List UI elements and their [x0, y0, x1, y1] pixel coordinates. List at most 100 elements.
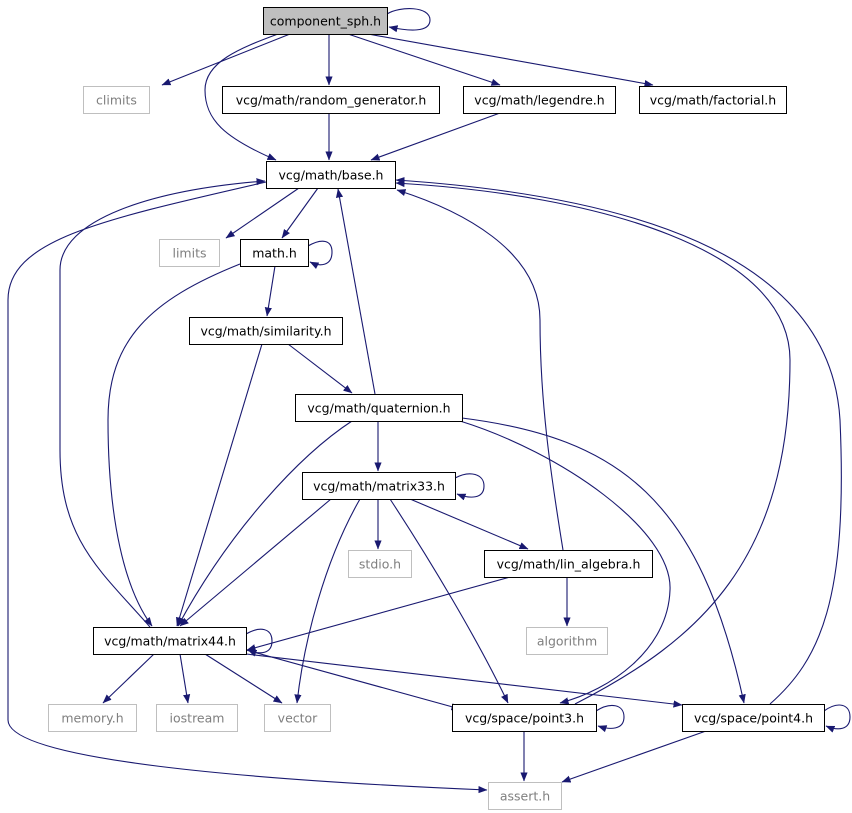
node-box: [48, 704, 137, 732]
edge-point4-to-base: [395, 176, 842, 705]
node-label: component_sph.h: [270, 14, 381, 29]
node-point4[interactable]: vcg/space/point4.h: [682, 704, 825, 732]
node-box: [295, 394, 463, 422]
edge-quaternion-to-point3: [459, 420, 671, 705]
node-limits: limits: [159, 239, 220, 267]
edge-point3-to-point3: [595, 704, 625, 733]
node-label: vcg/space/point4.h: [694, 711, 813, 726]
node-box: [682, 704, 825, 732]
edge-component_sph-to-component_sph: [386, 8, 431, 33]
edge-matrix33-to-vector: [294, 498, 361, 704]
node-label: vector: [278, 711, 319, 726]
node-math[interactable]: math.h: [240, 239, 309, 267]
node-box: [639, 86, 787, 114]
node-label: vcg/math/similarity.h: [200, 324, 331, 339]
node-label: vcg/math/legendre.h: [474, 93, 604, 108]
node-point3[interactable]: vcg/space/point3.h: [452, 704, 597, 732]
node-box: [189, 317, 343, 345]
edge-matrix44-to-point3: [245, 649, 461, 711]
edge-base-to-math: [281, 187, 319, 239]
edge-component_sph-to-factorial: [367, 33, 654, 88]
node-box: [526, 627, 608, 655]
node-box: [83, 86, 150, 114]
node-matrix44[interactable]: vcg/math/matrix44.h: [93, 627, 247, 655]
edge-base-to-limits: [225, 187, 300, 239]
node-box: [452, 704, 597, 732]
node-random-generator[interactable]: vcg/math/random_generator.h: [222, 86, 440, 114]
node-quaternion[interactable]: vcg/math/quaternion.h: [295, 394, 463, 422]
node-box: [93, 627, 247, 655]
edge-matrix33-to-point3: [389, 498, 509, 704]
node-factorial[interactable]: vcg/math/factorial.h: [639, 86, 787, 114]
edges-layer: [7, 8, 851, 794]
node-label: limits: [172, 246, 206, 261]
edge-quaternion-to-base: [335, 188, 376, 395]
node-label: iostream: [170, 711, 225, 726]
node-label: vcg/math/random_generator.h: [236, 93, 427, 108]
edge-legendre-to-base: [370, 112, 501, 161]
node-box: [263, 7, 388, 35]
edge-matrix44-to-memory: [102, 653, 155, 704]
node-box: [264, 704, 331, 732]
edge-quaternion-to-matrix44: [177, 420, 353, 627]
node-box: [302, 472, 456, 500]
node-algorithm: algorithm: [526, 627, 608, 655]
edge-math-to-math: [307, 240, 333, 270]
edge-lin_algebra-to-base: [396, 189, 564, 551]
edge-point4-to-assert: [561, 730, 707, 783]
node-lin-algebra[interactable]: vcg/math/lin_algebra.h: [484, 550, 653, 578]
edge-component_sph-to-legendre: [347, 33, 501, 86]
node-label: vcg/math/quaternion.h: [307, 401, 450, 416]
edge-component_sph-to-climits: [161, 33, 291, 86]
node-box: [484, 550, 653, 578]
node-label: math.h: [252, 246, 297, 261]
edge-matrix44-to-iostream: [179, 653, 191, 704]
node-label: vcg/math/matrix33.h: [313, 479, 445, 494]
node-label: algorithm: [537, 634, 597, 649]
edge-math-to-matrix44: [107, 263, 241, 627]
node-box: [222, 86, 440, 114]
node-label: vcg/space/point3.h: [465, 711, 584, 726]
node-label: memory.h: [61, 711, 123, 726]
node-iostream: iostream: [156, 704, 238, 732]
edge-quaternion-to-point4: [461, 417, 746, 704]
node-assert: assert.h: [488, 782, 562, 810]
node-box: [240, 239, 309, 267]
edge-similarity-to-quaternion: [287, 343, 353, 394]
node-similarity[interactable]: vcg/math/similarity.h: [189, 317, 343, 345]
node-label: stdio.h: [359, 557, 401, 572]
edge-matrix44-to-point4: [245, 653, 683, 708]
edge-component_sph-to-base: [204, 33, 279, 161]
node-box: [266, 161, 396, 189]
node-box: [488, 782, 562, 810]
node-box: [348, 550, 412, 578]
node-base[interactable]: vcg/math/base.h: [266, 161, 396, 189]
node-label: vcg/math/lin_algebra.h: [497, 557, 641, 572]
node-label: assert.h: [500, 789, 550, 804]
edge-point4-to-point4: [823, 704, 851, 733]
node-box: [159, 239, 220, 267]
edge-lin_algebra-to-matrix44: [246, 576, 511, 652]
node-box: [463, 86, 616, 114]
edge-matrix33-to-matrix44: [179, 498, 332, 627]
node-label: vcg/math/factorial.h: [650, 93, 776, 108]
node-climits: climits: [83, 86, 150, 114]
node-label: vcg/math/matrix44.h: [104, 634, 236, 649]
node-legendre[interactable]: vcg/math/legendre.h: [463, 86, 616, 114]
edge-matrix44-to-vector: [204, 653, 283, 704]
node-label: vcg/math/base.h: [279, 168, 384, 183]
edge-matrix44-to-matrix44: [245, 628, 273, 657]
node-box: [156, 704, 238, 732]
edge-matrix44-to-base: [59, 178, 266, 628]
edge-point3-to-base: [395, 179, 791, 705]
node-memory: memory.h: [48, 704, 137, 732]
node-component-sph[interactable]: component_sph.h: [263, 7, 388, 35]
node-stdio: stdio.h: [348, 550, 412, 578]
node-vector: vector: [264, 704, 331, 732]
edge-math-to-similarity: [264, 265, 276, 317]
node-matrix33[interactable]: vcg/math/matrix33.h: [302, 472, 456, 500]
node-label: climits: [96, 93, 137, 108]
edge-base-to-assert: [7, 181, 488, 794]
